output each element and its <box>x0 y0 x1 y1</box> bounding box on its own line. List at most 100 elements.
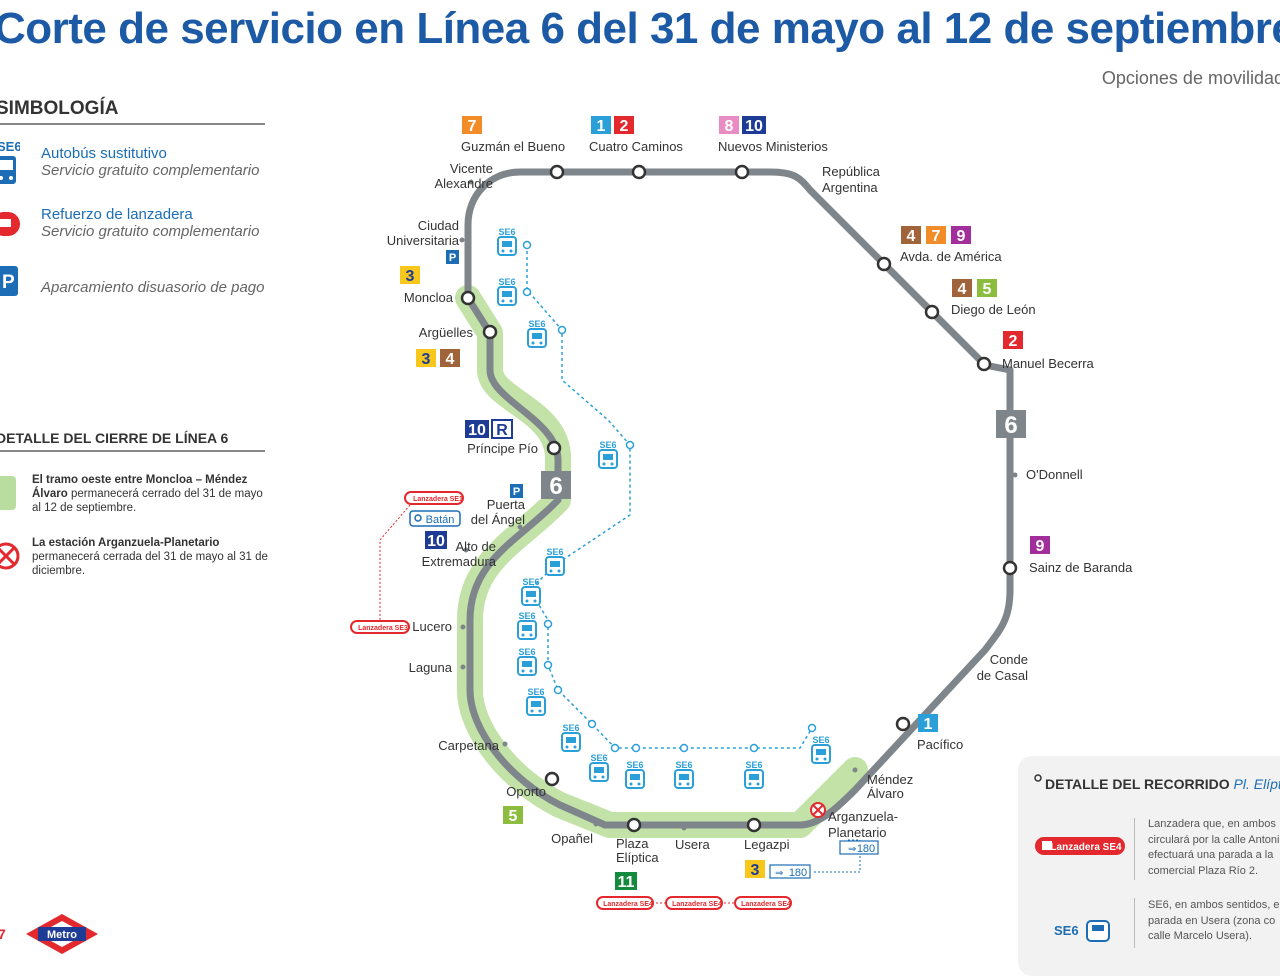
svg-text:Usera: Usera <box>675 837 710 852</box>
svg-text:Arganzuela-: Arganzuela- <box>828 809 898 824</box>
svg-text:6: 6 <box>1004 412 1017 439</box>
svg-text:1: 1 <box>597 118 606 135</box>
svg-text:Batán: Batán <box>426 514 455 526</box>
svg-text:Lanzadera SE4: Lanzadera SE4 <box>603 901 653 908</box>
svg-text:5: 5 <box>983 281 992 298</box>
svg-text:4: 4 <box>958 281 967 298</box>
svg-text:SE6: SE6 <box>528 319 545 329</box>
svg-text:Lanzadera SE4: Lanzadera SE4 <box>1050 842 1122 853</box>
svg-text:SE6: SE6 <box>812 735 829 745</box>
svg-text:Legazpi: Legazpi <box>744 837 790 852</box>
svg-text:SE6: SE6 <box>745 760 762 770</box>
se6-bus-stops: SE6 SE6 SE6 SE6 SE6 SE6 SE6 SE6 SE6 SE6 … <box>497 227 831 789</box>
legend-shuttle: Refuerzo de lanzadera Servicio gratuito … <box>41 206 260 240</box>
se6-route <box>526 245 813 749</box>
svg-text:3: 3 <box>751 862 760 879</box>
shuttle-se4-3: Lanzadera SE4 <box>734 896 792 910</box>
closure-divider <box>0 450 265 452</box>
svg-text:Alto de: Alto de <box>456 539 496 554</box>
closure-item-2: La estación Arganzuela-Planetario perman… <box>32 537 268 577</box>
svg-text:P: P <box>2 272 15 293</box>
svg-text:Metro: Metro <box>47 929 77 941</box>
svg-text:Pacífico: Pacífico <box>917 737 963 752</box>
svg-text:180: 180 <box>789 867 807 879</box>
svg-text:4: 4 <box>446 351 455 368</box>
svg-text:⇒: ⇒ <box>775 868 783 879</box>
svg-text:SE6: SE6 <box>1054 923 1079 938</box>
svg-text:10: 10 <box>427 533 445 550</box>
svg-text:Ciudad: Ciudad <box>418 218 459 233</box>
svg-text:P: P <box>513 486 520 498</box>
closed-station-icon <box>0 542 20 570</box>
svg-text:Méndez: Méndez <box>867 772 913 787</box>
svg-text:Sainz de Baranda: Sainz de Baranda <box>1029 560 1133 575</box>
line6-badge-east: 6 <box>996 410 1026 439</box>
shuttle-se4-text: Lanzadera que, en ambos circulará por la… <box>1148 818 1280 877</box>
shuttle-se4-2: Lanzadera SE4 <box>665 896 723 910</box>
se6-bus-text: SE6, en ambos sentidos, e parada en User… <box>1148 899 1280 942</box>
svg-text:Manuel Becerra: Manuel Becerra <box>1002 356 1095 371</box>
svg-text:Plaza: Plaza <box>616 836 649 851</box>
connection-badges: 7 1 2 8 10 4 7 9 4 5 2 9 1 3 3 4 10 R 10… <box>400 116 1050 891</box>
svg-text:5: 5 <box>509 808 518 825</box>
svg-text:Álvaro: Álvaro <box>867 786 904 801</box>
svg-text:P: P <box>449 252 456 264</box>
svg-text:4: 4 <box>907 228 916 245</box>
svg-text:Argentina: Argentina <box>822 180 878 195</box>
bus-icon: SE6 <box>0 139 20 184</box>
svg-text:Oporto: Oporto <box>506 784 546 799</box>
svg-text:Universitaria: Universitaria <box>387 233 460 248</box>
arganzuela-closed-icon <box>810 802 826 818</box>
svg-text:Príncipe Pío: Príncipe Pío <box>467 441 538 456</box>
svg-text:SE6: SE6 <box>626 760 643 770</box>
svg-text:SE6: SE6 <box>518 611 535 621</box>
shuttle-icon <box>0 212 20 236</box>
svg-text:SE6: SE6 <box>675 760 692 770</box>
bus180-badge-2: 180 ⇒ <box>769 864 811 879</box>
shuttle-se1: Lanzadera SE1 <box>404 491 464 505</box>
route-detail-heading: DETALLE DEL RECORRIDO Pl. Elíptica <box>1045 776 1280 792</box>
svg-text:Opañel: Opañel <box>551 831 593 846</box>
svg-text:SE6: SE6 <box>590 753 607 763</box>
page-subtitle: Opciones de movilidad <box>1101 68 1280 88</box>
svg-text:Lanzadera SE4: Lanzadera SE4 <box>741 901 791 908</box>
svg-text:7: 7 <box>468 118 477 135</box>
svg-text:11: 11 <box>618 874 635 891</box>
svg-text:Extremadura: Extremadura <box>422 554 497 569</box>
svg-text:SE6: SE6 <box>527 687 544 697</box>
svg-text:6: 6 <box>549 473 562 500</box>
svg-text:Planetario: Planetario <box>828 825 887 840</box>
parking-badges: P P <box>446 250 523 498</box>
svg-text:3: 3 <box>406 268 415 285</box>
bus180-badge-1: 180⇒ <box>839 840 879 855</box>
svg-text:1: 1 <box>924 716 933 733</box>
svg-text:SE6: SE6 <box>562 723 579 733</box>
parking-icon: P <box>0 266 18 296</box>
batan-stop: Batán <box>409 510 461 527</box>
svg-text:República: República <box>822 164 881 179</box>
svg-text:Conde: Conde <box>990 652 1028 667</box>
station-labels: Guzmán el Bueno Cuatro Caminos Nuevos Mi… <box>387 139 1133 865</box>
svg-text:Lucero: Lucero <box>412 619 452 634</box>
svg-text:Puerta: Puerta <box>487 497 526 512</box>
svg-text:SE6: SE6 <box>599 440 616 450</box>
svg-text:10: 10 <box>745 118 763 135</box>
bus180-route <box>812 839 861 873</box>
panel-divider-1 <box>1134 818 1135 880</box>
page-title: Corte de servicio en Línea 6 del 31 de m… <box>0 4 1280 53</box>
svg-text:Nuevos Ministerios: Nuevos Ministerios <box>718 139 828 154</box>
svg-text:3: 3 <box>422 351 431 368</box>
shuttle-se3: Lanzadera SE3 <box>350 620 410 634</box>
closure-heading: DETALLE DEL CIERRE DE LÍNEA 6 <box>0 430 229 446</box>
svg-text:Carpetana: Carpetana <box>438 738 499 753</box>
legend-divider <box>0 123 265 125</box>
svg-text:SE6: SE6 <box>498 227 515 237</box>
svg-text:Lanzadera SE1: Lanzadera SE1 <box>413 496 463 503</box>
closure-item-1: El tramo oeste entre Moncloa – Méndez Ál… <box>32 474 263 514</box>
svg-text:Cuatro Caminos: Cuatro Caminos <box>589 139 683 154</box>
svg-text:7: 7 <box>932 228 941 245</box>
se6-bus-badge: SE6 <box>1054 920 1110 942</box>
svg-text:2: 2 <box>620 118 629 135</box>
svg-text:SE6: SE6 <box>498 277 515 287</box>
svg-text:Lanzadera SE3: Lanzadera SE3 <box>358 625 408 632</box>
